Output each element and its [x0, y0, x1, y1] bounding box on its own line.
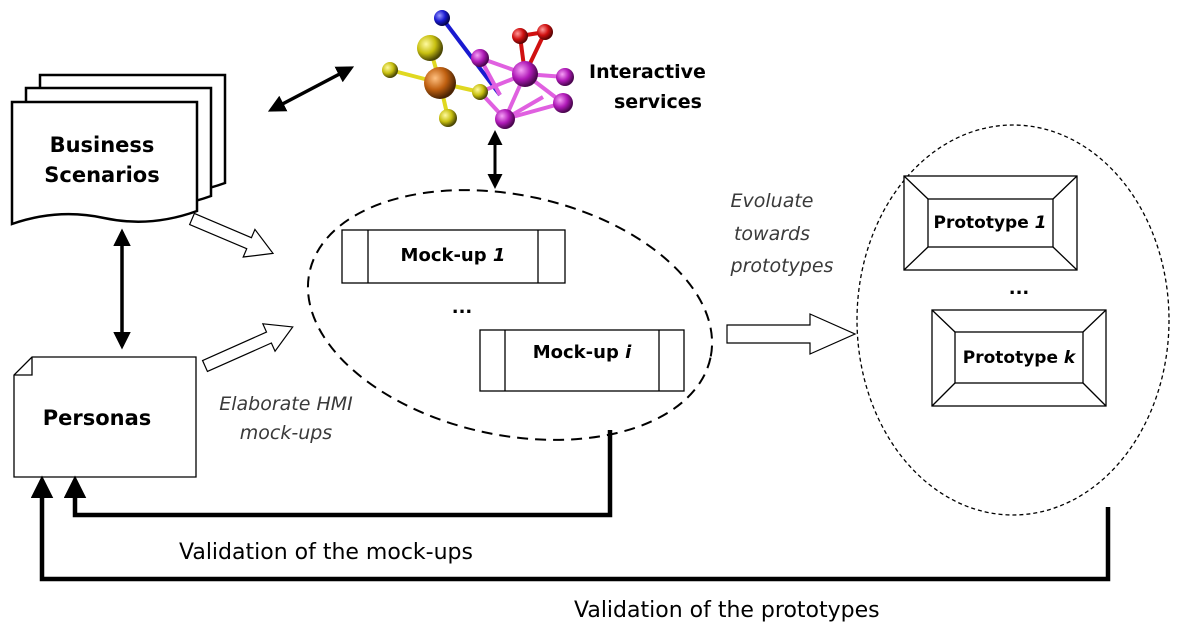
business-scenarios-documents: Business Scenarios — [10, 73, 227, 226]
mockups-group-ellipse — [306, 189, 714, 441]
scenarios-services-double-arrow — [267, 66, 355, 112]
validation-mockups-loop-arrow — [63, 430, 613, 518]
prototype-1-label: Prototype 1 — [934, 213, 1047, 233]
prototype-k-box: Prototype k — [931, 309, 1107, 407]
prototype-1-box: Prototype 1 — [903, 175, 1078, 271]
business-scenarios-label-line2: Scenarios — [44, 163, 159, 187]
document-front-icon — [10, 100, 199, 226]
interactive-services-label-line1: Interactive — [589, 61, 706, 83]
prototype-k-label: Prototype k — [963, 348, 1077, 368]
personas-to-mockups-hollow-arrow — [201, 323, 294, 373]
mockup-1-box: Mock-up 1 — [341, 229, 566, 284]
mockups-to-prototypes-hollow-arrow — [726, 313, 857, 355]
evoluate-label-line2: towards — [734, 223, 810, 245]
validation-prototypes-loop-arrow — [30, 475, 1111, 582]
validation-prototypes-label: Validation of the prototypes — [574, 598, 880, 623]
interactive-services-molecule-icon — [382, 10, 574, 129]
personas-box: Personas — [13, 356, 197, 478]
interactive-services-label-line2: services — [614, 91, 702, 113]
personas-label: Personas — [43, 406, 152, 430]
folded-corner-icon — [14, 357, 33, 376]
evoluate-label-line3: prototypes — [730, 255, 834, 277]
prototypes-ellipsis: ... — [1009, 278, 1030, 299]
prototypes-group-ellipse — [856, 124, 1170, 516]
elaborate-label-line1: Elaborate HMI — [219, 393, 353, 415]
evoluate-label-line1: Evoluate — [731, 190, 814, 212]
mockup-1-label: Mock-up 1 — [401, 245, 506, 266]
mockup-i-box: Mock-up i — [479, 329, 685, 392]
personas-page-icon — [13, 356, 197, 478]
validation-mockups-label: Validation of the mock-ups — [179, 540, 473, 565]
mockups-ellipsis: ... — [452, 297, 473, 318]
mockup-i-label: Mock-up i — [533, 342, 632, 363]
business-scenarios-label-line1: Business — [50, 133, 155, 157]
elaborate-label-line2: mock-ups — [240, 422, 333, 444]
scenarios-to-mockups-hollow-arrow — [188, 212, 275, 258]
